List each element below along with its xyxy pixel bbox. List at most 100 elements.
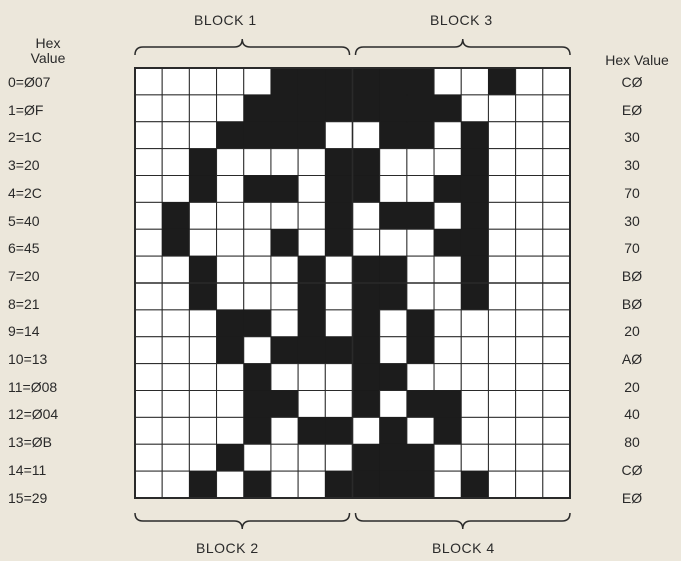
grid-cell-filled [353,471,380,498]
grid-cell-empty [516,68,543,95]
grid-cell-filled [353,364,380,391]
grid-cell-filled [434,391,461,418]
grid-cell-filled [353,149,380,176]
grid-cell-filled [325,202,352,229]
grid-cell-empty [135,68,162,95]
grid-cell-empty [516,202,543,229]
grid-cell-empty [217,202,244,229]
grid-cell-filled [380,95,407,122]
grid-cell-filled [217,337,244,364]
grid-cell-filled [298,337,325,364]
grid-cell-empty [380,310,407,337]
grid-cell-empty [516,149,543,176]
grid-cell-empty [162,149,189,176]
block-4-brace [356,513,571,529]
grid-cell-empty [189,364,216,391]
grid-cell-empty [271,149,298,176]
grid-cell-empty [543,391,570,418]
grid-cell-empty [543,176,570,203]
grid-cell-empty [516,391,543,418]
grid-cell-empty [434,310,461,337]
grid-cell-empty [325,310,352,337]
grid-cell-empty [271,283,298,310]
grid-cell-filled [353,176,380,203]
grid-cell-empty [380,149,407,176]
grid-cell-filled [271,176,298,203]
grid-cell-empty [325,256,352,283]
grid-cell-empty [162,417,189,444]
grid-cell-filled [461,471,488,498]
grid-cell-empty [298,364,325,391]
grid-cell-filled [407,310,434,337]
grid-cell-empty [488,283,515,310]
grid-cell-empty [516,256,543,283]
grid-cell-filled [325,149,352,176]
grid-cell-empty [488,364,515,391]
grid-cell-empty [162,283,189,310]
grid-cell-filled [353,283,380,310]
grid-cell-empty [135,391,162,418]
grid-cell-filled [271,95,298,122]
grid-cell-empty [244,337,271,364]
grid-cell-empty [488,310,515,337]
grid-cell-filled [407,95,434,122]
grid-cell-filled [325,229,352,256]
grid-cell-empty [135,95,162,122]
grid-cell-filled [271,68,298,95]
grid-cell-filled [407,444,434,471]
grid-cell-filled [244,471,271,498]
grid-cell-empty [488,471,515,498]
grid-cell-empty [488,256,515,283]
grid-cell-empty [135,122,162,149]
grid-cell-filled [325,417,352,444]
grid-cell-empty [488,444,515,471]
grid-cell-filled [353,68,380,95]
grid-cell-empty [516,122,543,149]
grid-cell-empty [217,149,244,176]
grid-cell-filled [298,122,325,149]
grid-cell-filled [298,95,325,122]
grid-cell-empty [135,364,162,391]
grid-cell-empty [488,337,515,364]
grid-cell-empty [298,444,325,471]
grid-cell-filled [380,417,407,444]
grid-cell-empty [135,256,162,283]
grid-cell-empty [162,337,189,364]
grid-cell-filled [298,68,325,95]
grid-cell-filled [162,202,189,229]
grid-cell-empty [434,364,461,391]
grid-cell-empty [407,364,434,391]
grid-cell-empty [461,364,488,391]
grid-cell-filled [353,256,380,283]
grid-cell-filled [244,310,271,337]
block-2-brace [135,513,350,529]
grid-cell-filled [461,283,488,310]
grid-cell-filled [461,176,488,203]
grid-cell-filled [407,391,434,418]
grid-cell-empty [407,256,434,283]
grid-cell-empty [189,417,216,444]
grid-cell-empty [461,337,488,364]
grid-cell-empty [488,229,515,256]
grid-cell-filled [407,122,434,149]
grid-cell-empty [189,122,216,149]
grid-cell-empty [189,229,216,256]
grid-cell-filled [407,68,434,95]
grid-cell-filled [271,229,298,256]
grid-cell-empty [434,283,461,310]
grid-cell-empty [461,417,488,444]
grid-cell-filled [217,122,244,149]
grid-cell-empty [244,149,271,176]
grid-cell-empty [543,310,570,337]
grid-cell-empty [434,444,461,471]
grid-cell-empty [543,256,570,283]
grid-cell-empty [516,283,543,310]
grid-cell-filled [325,68,352,95]
grid-cell-empty [434,202,461,229]
grid-cell-empty [543,95,570,122]
grid-cell-empty [217,68,244,95]
grid-cell-filled [244,176,271,203]
grid-cell-empty [516,229,543,256]
grid-cell-empty [488,95,515,122]
